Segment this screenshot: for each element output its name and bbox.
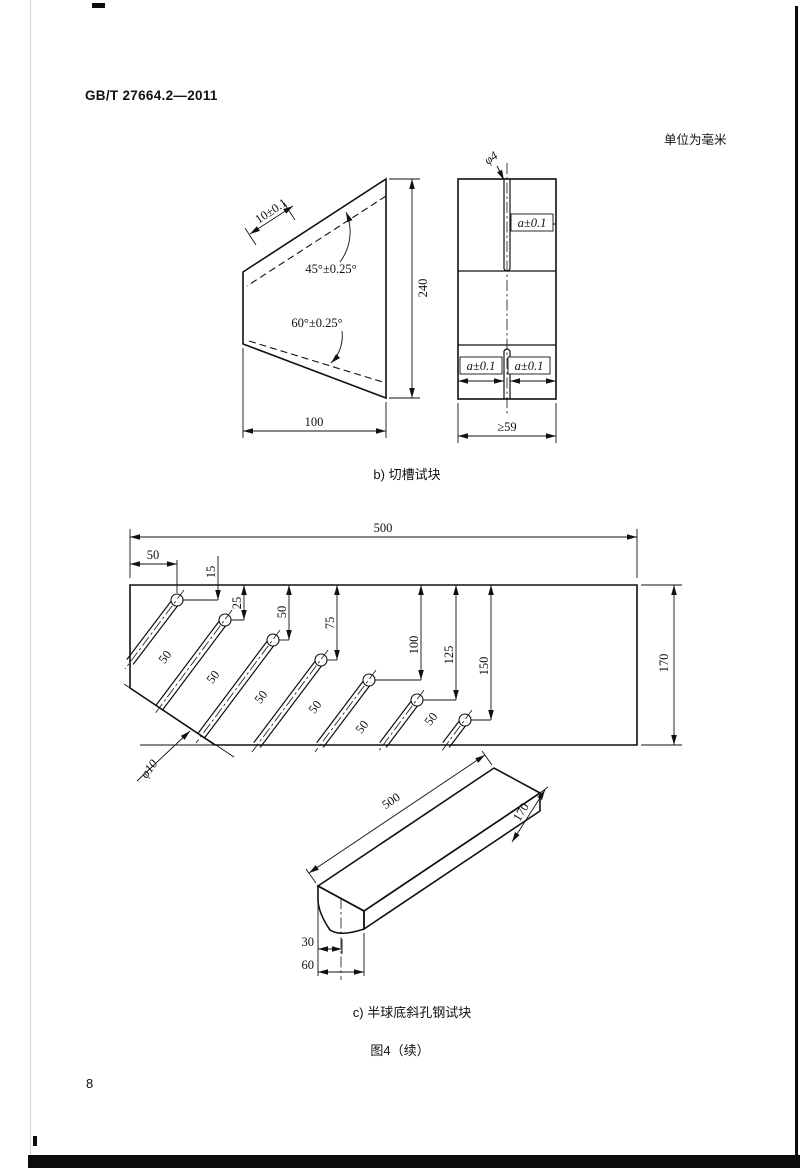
hole-block-outline [129,584,638,746]
dim-label-edge-offset: 50 [147,548,160,562]
dim-label-depth-150: 150 [477,657,491,676]
dim-label-width-100: 100 [305,415,324,429]
wedge-outline [242,177,387,400]
hole-centerlines [124,589,473,753]
dim-label-spacing-5: 50 [353,718,372,736]
scan-artifact-left-bottom [33,1136,37,1146]
dim-label-spacing-4: 50 [306,698,325,716]
dim-label-iso-width: 170 [510,800,532,823]
angled-holes [126,597,469,748]
hole-bottom-6 [410,693,424,707]
dim-label-a-top: a±0.1 [518,216,547,230]
dim-label-depth-75: 75 [323,617,337,630]
hole-block-iso-view: 500 170 30 60 [302,750,549,980]
dim-label-angle-60: 60°±0.25° [291,316,342,330]
hole-bottom-1 [170,593,184,607]
notch-block-front-view: φ4 a±0.1 a±0.1 a±0.1 ≥59 [457,148,557,443]
dim-label-spacing-6: 50 [422,710,441,728]
hole-block-plan-view: 500 50 15 25 50 75 100 125 150 50 50 50 … [123,521,682,782]
dim-label-angle-45: 45°±0.25° [305,262,356,276]
dim-label-depth-15: 15 [204,566,218,579]
doc-number: GB/T 27664.2—2011 [85,88,218,103]
hole-bottom-7 [458,713,472,727]
dim-label-spacing-1: 50 [156,648,175,666]
hole-bottom-2 [218,613,232,627]
hole-bottom-5 [362,673,376,687]
caption-hole-block: c) 半球底斜孔钢试块 [352,1005,472,1020]
dim-label-spacing-3: 50 [252,688,271,706]
notch-plane-60-dashed [248,340,387,384]
dim-label-depth-50: 50 [275,606,289,619]
dim-label-iso-length: 500 [379,790,402,812]
iso-top-face [316,767,542,912]
iso-end-face [317,884,365,935]
page-number: 8 [86,1076,94,1091]
dim-label-a-bottom-left: a±0.1 [467,359,496,373]
hole-bottom-4 [314,653,328,667]
dim-label-height-240: 240 [416,279,430,298]
dim-label-a-bottom-right: a±0.1 [515,359,544,373]
hole-bottom-3 [266,633,280,647]
scan-edge-left [30,0,31,1156]
figure-caption: 图4（续） [370,1043,430,1058]
unit-note: 单位为毫米 [664,133,727,147]
scan-artifact-top [92,3,105,8]
scan-edge-right [795,6,798,1158]
dim-label-depth-125: 125 [442,646,456,665]
scan-edge-bottom [28,1155,800,1168]
dim-label-base-width: 60 [302,958,315,972]
dim-label-bottom-flat: 30 [302,935,315,949]
dim-label-height-170: 170 [657,654,671,673]
notch-plane-45-dashed [246,195,387,287]
dim-label-slot-width: φ4 [482,148,501,167]
dim-label-min-width: ≥59 [497,420,516,434]
notch-block-side-view: 10±0.1 45°±0.25° 60°±0.25° 240 100 [242,177,430,438]
dim-label-spacing-2: 50 [204,668,223,686]
dim-label-length-500: 500 [374,521,393,535]
caption-notch-block: b) 切槽试块 [373,467,441,482]
dim-label-notch-offset: 10±0.1 [253,196,290,227]
dim-label-depth-25: 25 [230,597,244,610]
dim-label-depth-100: 100 [407,636,421,655]
